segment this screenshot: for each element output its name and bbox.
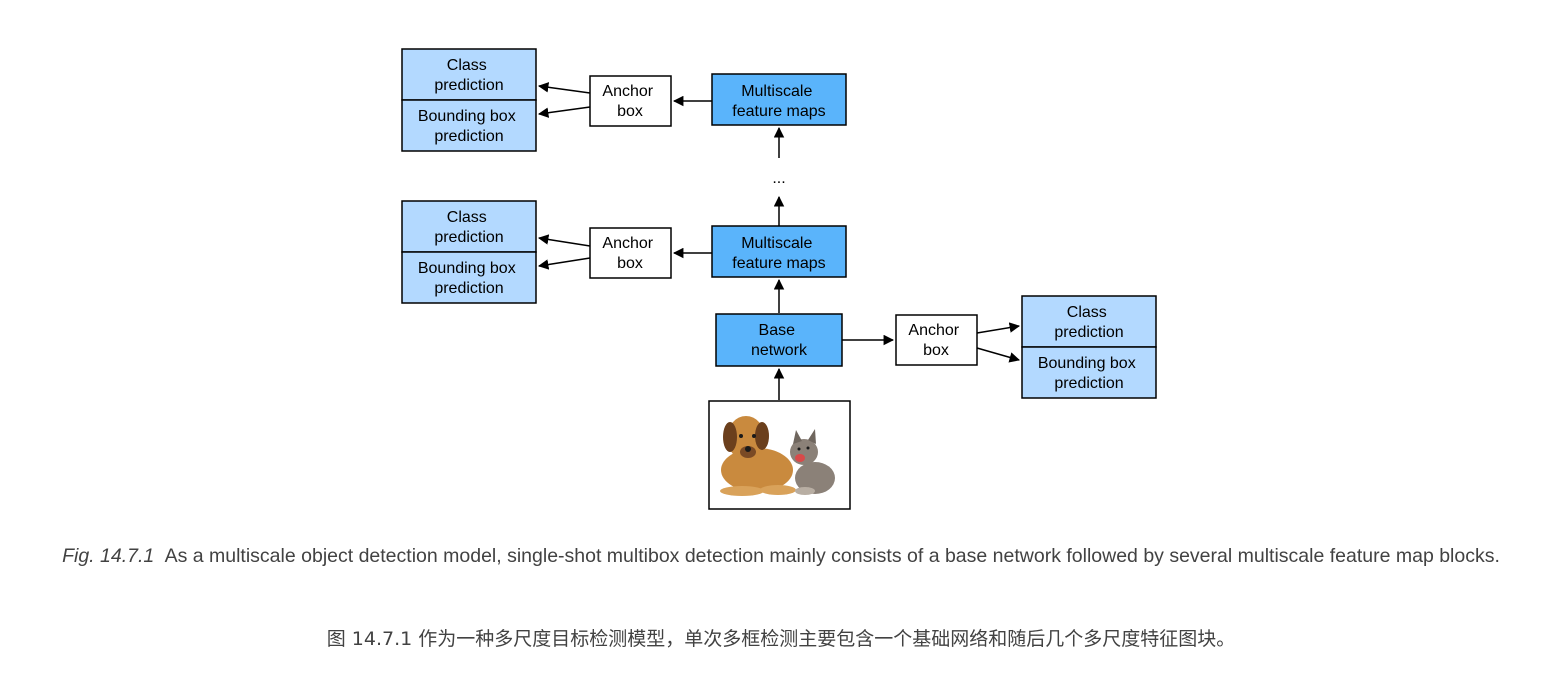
base-bbox-prediction-box xyxy=(1021,346,1157,399)
top-feature-maps-line2: feature maps xyxy=(732,103,825,120)
middle-class-prediction-line1: Class xyxy=(447,209,487,226)
middle-feature-maps-box xyxy=(711,225,847,278)
arrow-base-anchor-to-bbox xyxy=(976,347,1021,363)
base-anchor-line2: box xyxy=(923,342,949,359)
svg-text:Class prediction: Class prediction xyxy=(434,209,503,246)
figure-caption-en: Fig. 14.7.1 As a multiscale object detec… xyxy=(0,540,1562,572)
base-class-prediction-box xyxy=(1021,295,1157,348)
top-class-prediction-box xyxy=(401,48,537,101)
middle-feature-maps-line2: feature maps xyxy=(732,255,825,272)
base-anchor-line1: Anchor xyxy=(908,322,959,339)
arrow-middle-anchor-to-class xyxy=(537,234,591,247)
middle-anchor-box xyxy=(589,227,672,279)
top-anchor-line1: Anchor xyxy=(602,83,653,100)
ellipsis: ... xyxy=(772,170,785,187)
figure-caption-zh: 图 14.7.1 作为一种多尺度目标检测模型，单次多框检测主要包含一个基础网络和… xyxy=(326,628,1236,650)
figure-caption-text: As a multiscale object detection model, … xyxy=(164,545,1500,567)
top-feature-maps-box xyxy=(711,73,847,126)
svg-text:Bounding box prediction: Bounding box prediction xyxy=(418,108,520,145)
arrow-base-anchor-to-class xyxy=(976,322,1021,334)
top-prediction-stack: Class prediction Bounding box prediction xyxy=(401,48,537,152)
top-class-prediction-line2: prediction xyxy=(434,77,503,94)
svg-text:Base network: Base network xyxy=(751,322,808,359)
svg-text:Class prediction: Class prediction xyxy=(1054,304,1123,341)
kitten-illustration xyxy=(790,429,835,495)
arrow-top-anchor-to-class xyxy=(537,82,591,94)
puppy-illustration xyxy=(720,416,796,496)
middle-anchor-line1: Anchor xyxy=(602,235,653,252)
top-feature-maps-line1: Multiscale xyxy=(741,83,812,100)
middle-prediction-stack: Class prediction Bounding box prediction xyxy=(401,200,537,304)
figure-label: Fig. 14.7.1 xyxy=(62,545,155,567)
base-network-line2: network xyxy=(751,342,808,359)
base-prediction-stack: Class prediction Bounding box prediction xyxy=(1021,295,1157,399)
input-image xyxy=(708,400,851,510)
top-class-prediction-line1: Class xyxy=(447,57,487,74)
top-anchor-box xyxy=(589,75,672,127)
top-bbox-prediction-line1: Bounding box xyxy=(418,108,516,125)
svg-text:Class prediction: Class prediction xyxy=(434,57,503,94)
middle-bbox-prediction-line2: prediction xyxy=(434,280,503,297)
middle-bbox-prediction-box xyxy=(401,251,537,304)
base-network-line1: Base xyxy=(759,322,796,339)
base-anchor-box xyxy=(895,314,978,366)
svg-text:Multiscale feature maps: Multiscale feature maps xyxy=(732,235,825,272)
svg-text:Multiscale feature maps: Multiscale feature maps xyxy=(732,83,825,120)
svg-text:Bounding box prediction: Bounding box prediction xyxy=(1038,355,1140,392)
top-bbox-prediction-box xyxy=(401,99,537,152)
top-bbox-prediction-line2: prediction xyxy=(434,128,503,145)
top-anchor-line2: box xyxy=(617,103,643,120)
base-bbox-prediction-line2: prediction xyxy=(1054,375,1123,392)
arrow-middle-anchor-to-bbox xyxy=(537,257,591,270)
arrow-top-anchor-to-bbox xyxy=(537,106,591,118)
svg-text:Anchor box: Anchor box xyxy=(908,322,963,359)
base-bbox-prediction-line1: Bounding box xyxy=(1038,355,1136,372)
base-class-prediction-line1: Class xyxy=(1067,304,1107,321)
ssd-architecture-diagram: Class prediction Bounding box prediction… xyxy=(401,48,1157,510)
middle-class-prediction-line2: prediction xyxy=(434,229,503,246)
svg-text:Anchor box: Anchor box xyxy=(602,83,657,120)
middle-feature-maps-line1: Multiscale xyxy=(741,235,812,252)
middle-bbox-prediction-line1: Bounding box xyxy=(418,260,516,277)
base-class-prediction-line2: prediction xyxy=(1054,324,1123,341)
middle-anchor-line2: box xyxy=(617,255,643,272)
base-network-box xyxy=(715,313,843,367)
svg-text:Bounding box prediction: Bounding box prediction xyxy=(418,260,520,297)
svg-text:Anchor box: Anchor box xyxy=(602,235,657,272)
